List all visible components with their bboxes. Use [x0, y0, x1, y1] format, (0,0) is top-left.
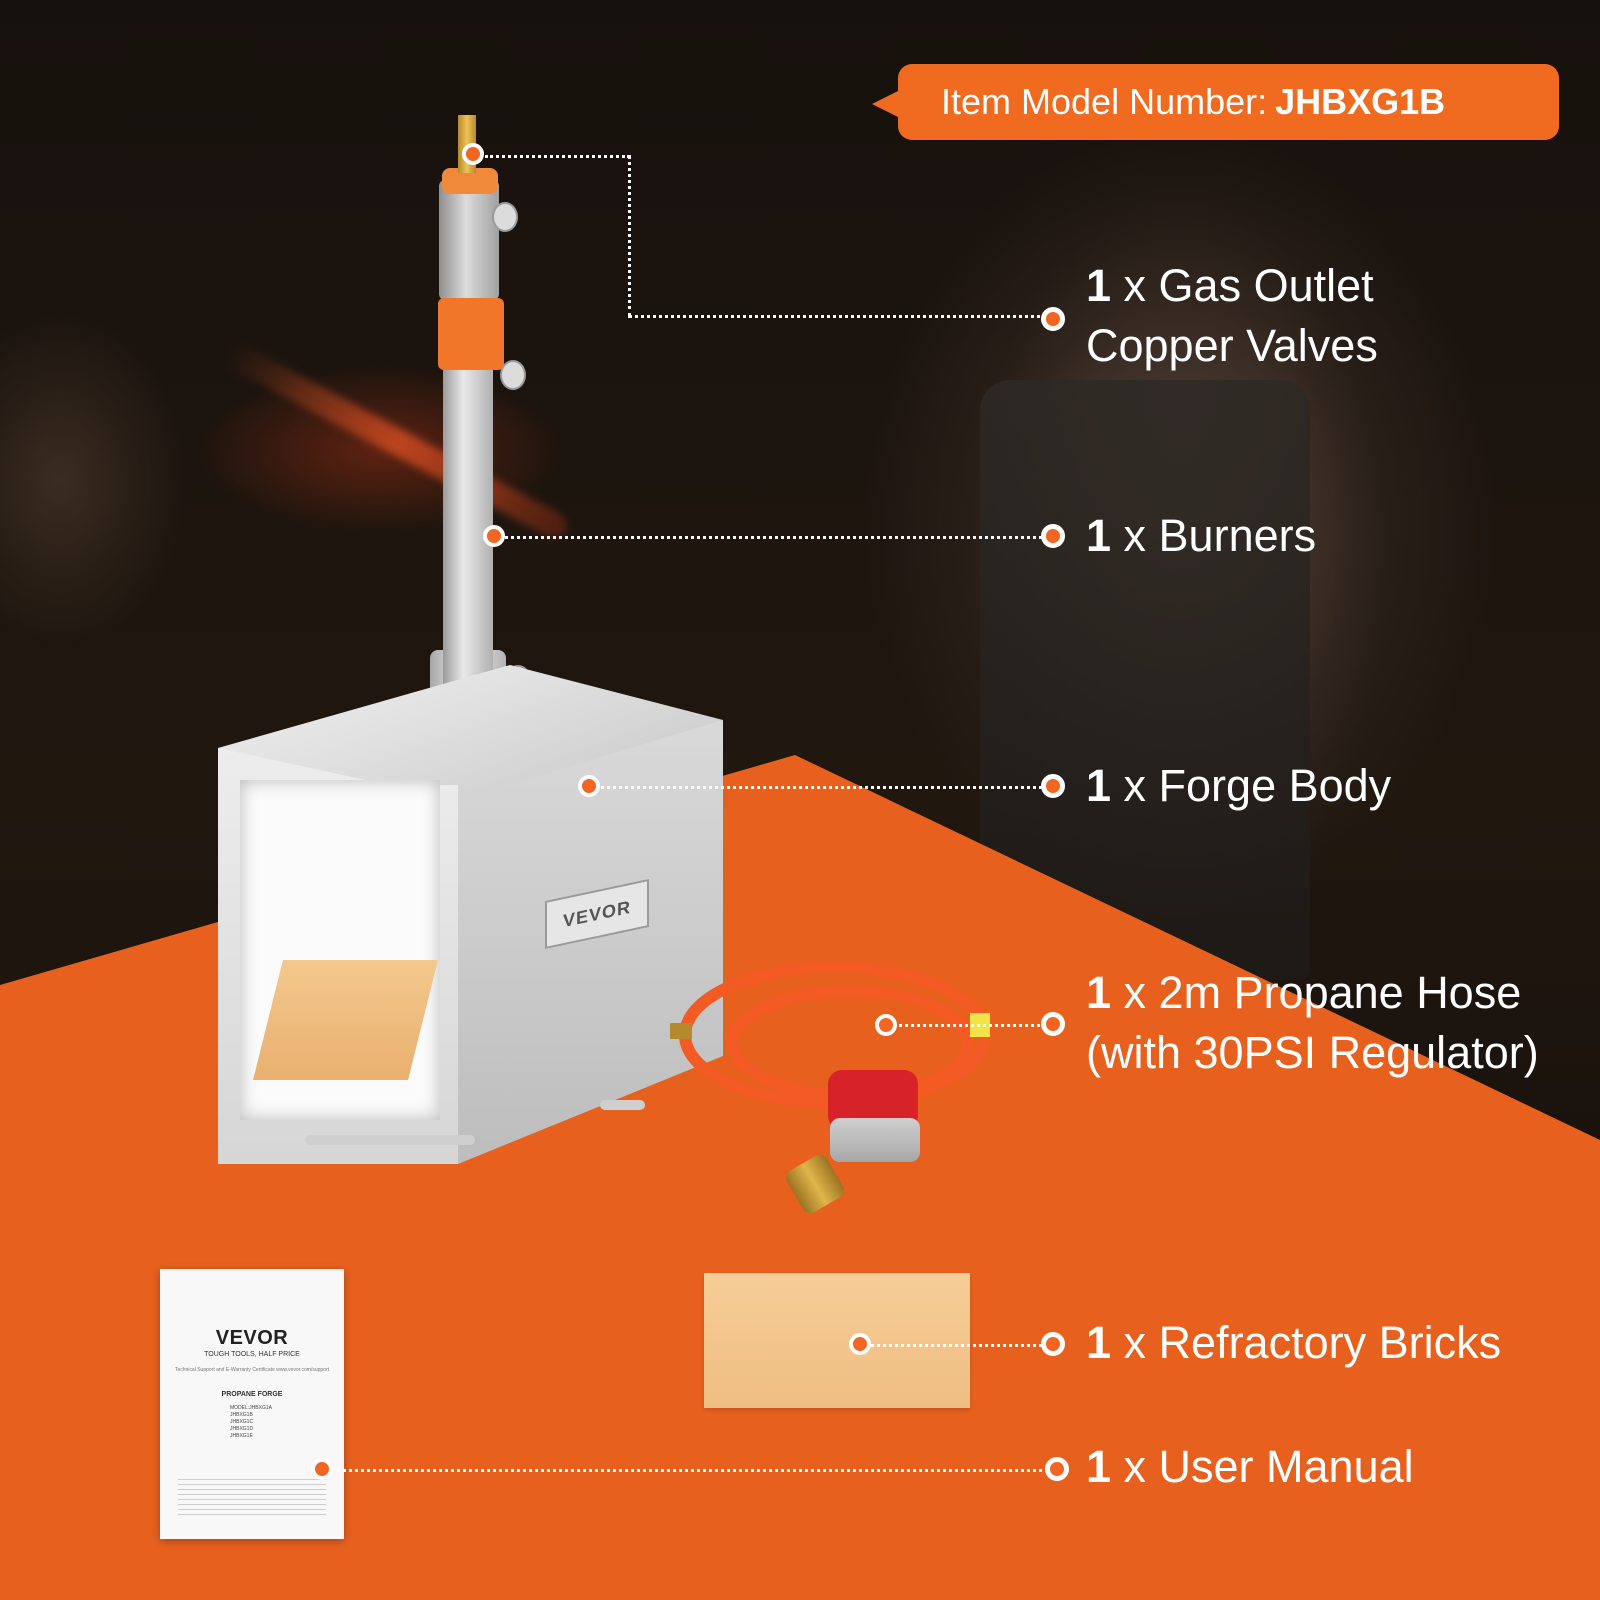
forge-leg-front	[305, 1135, 475, 1145]
item-qty: 1	[1086, 260, 1112, 311]
model-number-value: JHBXG1B	[1275, 81, 1446, 122]
manual-model: JHBXG1C	[230, 1419, 254, 1425]
connector-line	[880, 1024, 1048, 1027]
manual-title: PROPANE FORGE	[221, 1391, 283, 1398]
manual-model: MODEL:JHBXG1A	[230, 1405, 272, 1411]
burner-caution-band	[438, 298, 504, 370]
burner-knob-lower	[500, 360, 526, 390]
item-text-line2: Copper Valves	[1086, 320, 1378, 371]
item-label-burners: 1 x Burners	[1086, 506, 1316, 566]
burner-air-intake	[439, 180, 499, 300]
manual-model: JHBXG1D	[230, 1426, 254, 1432]
item-label-propane-hose: 1 x 2m Propane Hose (with 30PSI Regulato…	[1086, 963, 1539, 1083]
item-text: x Burners	[1111, 510, 1317, 561]
callout-end-marker	[1041, 774, 1065, 798]
callout-end-marker	[1045, 1457, 1069, 1481]
forge-floor-brick	[253, 960, 438, 1080]
item-text: x 2m Propane Hose	[1111, 967, 1522, 1018]
item-label-user-manual: 1 x User Manual	[1086, 1437, 1414, 1497]
callout-marker	[578, 775, 600, 797]
connector-line	[628, 315, 1048, 318]
connector-line	[590, 786, 1048, 789]
burner-knob-upper	[492, 202, 518, 232]
connector-line	[498, 536, 1048, 539]
callout-end-marker	[1041, 1332, 1065, 1356]
item-qty: 1	[1086, 1317, 1112, 1368]
item-qty: 1	[1086, 510, 1112, 561]
item-qty: 1	[1086, 760, 1112, 811]
callout-marker	[311, 1458, 333, 1480]
manual-model: JHBXG1B	[230, 1412, 253, 1418]
callout-marker	[462, 143, 484, 165]
model-number-badge: Item Model Number:JHBXG1B	[898, 64, 1559, 140]
item-label-refractory-bricks: 1 x Refractory Bricks	[1086, 1313, 1501, 1373]
callout-end-marker	[1041, 524, 1065, 548]
callout-end-marker	[1041, 1012, 1065, 1036]
callout-marker	[875, 1014, 897, 1036]
manual-fine-print	[178, 1479, 326, 1519]
manual-model: JHBXG1E	[230, 1433, 253, 1439]
manual-brand: VEVOR	[215, 1327, 289, 1349]
connector-line	[485, 155, 630, 158]
item-text: x User Manual	[1111, 1441, 1414, 1492]
item-text: x Forge Body	[1111, 760, 1392, 811]
item-label-gas-valves: 1 x Gas Outlet Copper Valves	[1086, 256, 1378, 376]
callout-marker	[483, 525, 505, 547]
connector-line	[330, 1469, 1048, 1472]
forge-leg-back	[600, 1100, 645, 1110]
manual-model-list: MODEL:JHBXG1A JHBXG1B JHBXG1C JHBXG1D JH…	[230, 1405, 272, 1440]
item-label-forge-body: 1 x Forge Body	[1086, 756, 1391, 816]
refractory-brick-image	[704, 1273, 970, 1408]
item-text-line2: (with 30PSI Regulator)	[1086, 1027, 1539, 1078]
connector-line	[858, 1344, 1048, 1347]
item-text: x Gas Outlet	[1111, 260, 1374, 311]
regulator-body	[830, 1118, 920, 1162]
manual-tagline: TOUGH TOOLS, HALF PRICE	[204, 1351, 300, 1358]
model-number-text: Item Model Number:JHBXG1B	[941, 81, 1445, 123]
item-qty: 1	[1086, 1441, 1112, 1492]
item-qty: 1	[1086, 967, 1112, 1018]
user-manual-image: VEVOR TOUGH TOOLS, HALF PRICE Technical …	[160, 1269, 344, 1539]
item-text: x Refractory Bricks	[1111, 1317, 1502, 1368]
callout-end-marker	[1041, 307, 1065, 331]
model-number-label: Item Model Number:	[941, 81, 1268, 122]
callout-marker	[849, 1333, 871, 1355]
manual-subline: Technical Support and E-Warranty Certifi…	[174, 1367, 330, 1373]
hose-end-fitting	[670, 1023, 692, 1039]
connector-line	[628, 155, 631, 317]
